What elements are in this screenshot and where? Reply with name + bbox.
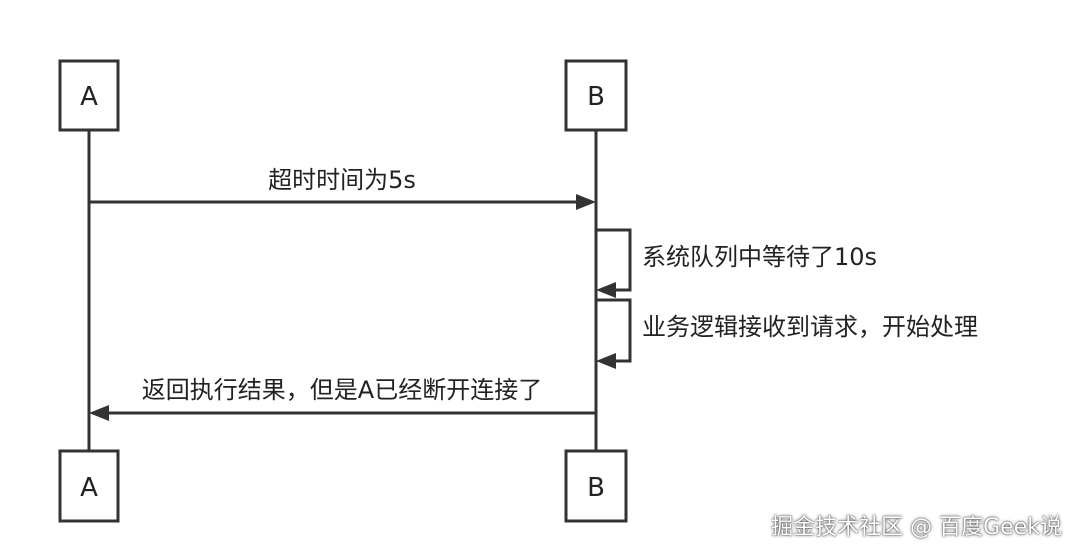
participant-b-bottom-box	[564, 449, 628, 523]
participant-a-bottom-box	[58, 449, 120, 523]
participant-b-bottom-label: B	[587, 473, 605, 503]
participant-b-top-box	[564, 59, 628, 132]
message-business-logic: 业务逻辑接收到请求，开始处理	[596, 298, 978, 369]
participant-b-bottom: B	[564, 449, 628, 523]
message-response-label: 返回执行结果，但是A已经断开连接了	[142, 376, 542, 404]
participant-b-top-label: B	[587, 82, 605, 112]
message-business-logic-label: 业务逻辑接收到请求，开始处理	[642, 313, 978, 341]
participant-a-bottom: A	[58, 449, 120, 523]
participant-a-top: A	[58, 59, 120, 132]
message-business-logic-line	[596, 298, 632, 363]
message-queue-wait-arrowhead	[596, 282, 616, 298]
watermark: 掘金技术社区 @ 百度Geek说	[771, 515, 1062, 540]
message-business-logic-arrowhead	[596, 353, 616, 369]
message-queue-wait: 系统队列中等待了10s	[596, 228, 877, 298]
participant-a-top-label: A	[80, 82, 98, 112]
message-request: 超时时间为5s	[89, 166, 596, 210]
message-response: 返回执行结果，但是A已经断开连接了	[89, 376, 596, 421]
message-queue-wait-label: 系统队列中等待了10s	[642, 243, 877, 271]
participant-a-top-box	[58, 59, 120, 132]
participant-a-bottom-label: A	[80, 473, 98, 503]
participant-b-top: B	[564, 59, 628, 132]
message-queue-wait-line	[596, 228, 632, 292]
message-request-arrowhead	[576, 194, 596, 210]
message-request-label: 超时时间为5s	[268, 166, 416, 194]
message-response-arrowhead	[89, 405, 109, 421]
